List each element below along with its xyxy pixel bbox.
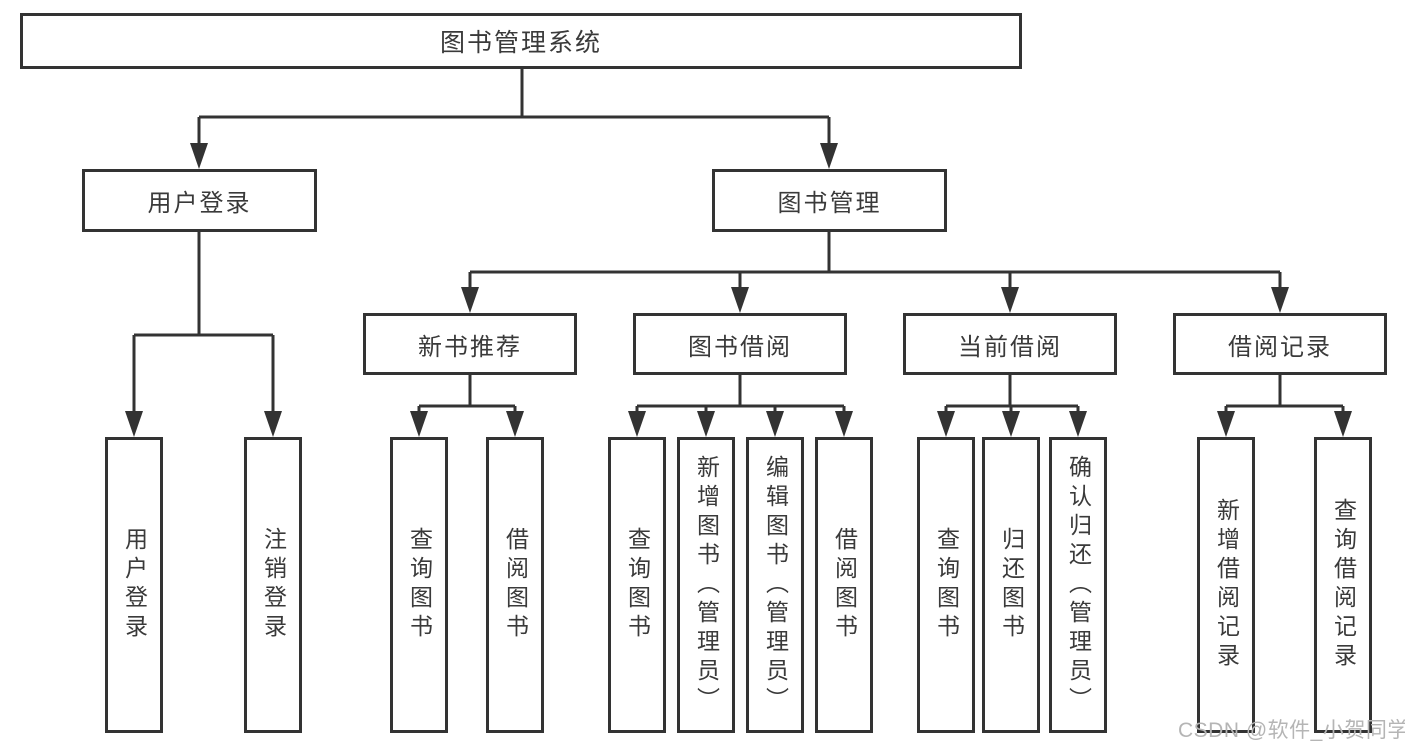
node-records-add-record: 新增借阅记录: [1197, 437, 1255, 733]
arrowhead-down: [937, 411, 955, 437]
node-leaf-logout: 注销登录: [244, 437, 302, 733]
connector-records-children: [1224, 375, 1345, 411]
node-label: 查询图书: [624, 527, 651, 643]
node-label: 用户登录: [121, 527, 148, 643]
node-user-login: 用户登录: [82, 169, 317, 232]
node-recommend-borrow-books: 借阅图书: [486, 437, 544, 733]
connector-recommend-children: [417, 375, 517, 411]
node-recommend-query-books: 查询图书: [390, 437, 448, 733]
arrowhead-down: [461, 287, 479, 313]
node-label: 借阅图书: [502, 527, 529, 643]
arrowhead-down: [1271, 287, 1289, 313]
arrowhead-down: [410, 411, 428, 437]
arrowhead-down: [766, 411, 784, 437]
node-label: 查询图书: [933, 527, 960, 643]
node-library-system: 图书管理系统: [20, 13, 1022, 69]
node-label: 图书管理系统: [439, 29, 602, 57]
arrowhead-down: [820, 143, 838, 169]
node-label: 查询借阅记录: [1330, 498, 1357, 672]
node-leaf-user-login: 用户登录: [105, 437, 163, 733]
connector-root-to-level2: [197, 69, 831, 143]
arrowhead-down: [1217, 411, 1235, 437]
node-current-borrowing: 当前借阅: [903, 313, 1117, 375]
connector-borrowing-children: [635, 375, 846, 411]
arrowhead-down: [190, 143, 208, 169]
node-borrowing-borrow-books: 借阅图书: [815, 437, 873, 733]
node-label: 注销登录: [260, 527, 287, 643]
arrowhead-down: [835, 411, 853, 437]
node-borrowing-query-books: 查询图书: [608, 437, 666, 733]
connector-current-children: [944, 375, 1080, 411]
node-label: 归还图书: [998, 527, 1025, 643]
arrowhead-down: [1334, 411, 1352, 437]
node-current-confirm-return-admin: 确认归还（管理员）: [1049, 437, 1107, 733]
node-records-query-record: 查询借阅记录: [1314, 437, 1372, 733]
node-label: 新增借阅记录: [1213, 498, 1240, 672]
node-label: 图书管理: [777, 190, 882, 217]
arrowhead-down: [1069, 411, 1087, 437]
node-label: 新书推荐: [418, 333, 522, 361]
node-label: 用户登录: [147, 190, 252, 217]
node-label: 确认归还（管理员）: [1065, 454, 1092, 716]
arrowhead-down: [731, 287, 749, 313]
connector-book-mgmt-children: [468, 232, 1282, 287]
node-current-return-books: 归还图书: [982, 437, 1040, 733]
node-book-management: 图书管理: [712, 169, 947, 232]
node-borrowing-add-books-admin: 新增图书（管理员）: [677, 437, 735, 733]
node-book-borrowing: 图书借阅: [633, 313, 847, 375]
node-label: 借阅记录: [1228, 333, 1332, 361]
arrowhead-down: [125, 411, 143, 437]
arrowhead-down: [1002, 411, 1020, 437]
arrowhead-down: [1001, 287, 1019, 313]
connector-user-login-children: [132, 232, 275, 411]
arrowhead-down: [628, 411, 646, 437]
node-label: 当前借阅: [958, 333, 1062, 361]
arrowhead-down: [506, 411, 524, 437]
node-label: 借阅图书: [831, 527, 858, 643]
node-label: 查询图书: [406, 527, 433, 643]
node-new-book-recommend: 新书推荐: [363, 313, 577, 375]
node-current-query-books: 查询图书: [917, 437, 975, 733]
node-borrow-records: 借阅记录: [1173, 313, 1387, 375]
node-label: 图书借阅: [688, 333, 792, 361]
arrowhead-down: [264, 411, 282, 437]
arrowhead-down: [697, 411, 715, 437]
node-label: 新增图书（管理员）: [693, 454, 720, 716]
node-label: 编辑图书（管理员）: [762, 454, 789, 716]
node-borrowing-edit-books-admin: 编辑图书（管理员）: [746, 437, 804, 733]
